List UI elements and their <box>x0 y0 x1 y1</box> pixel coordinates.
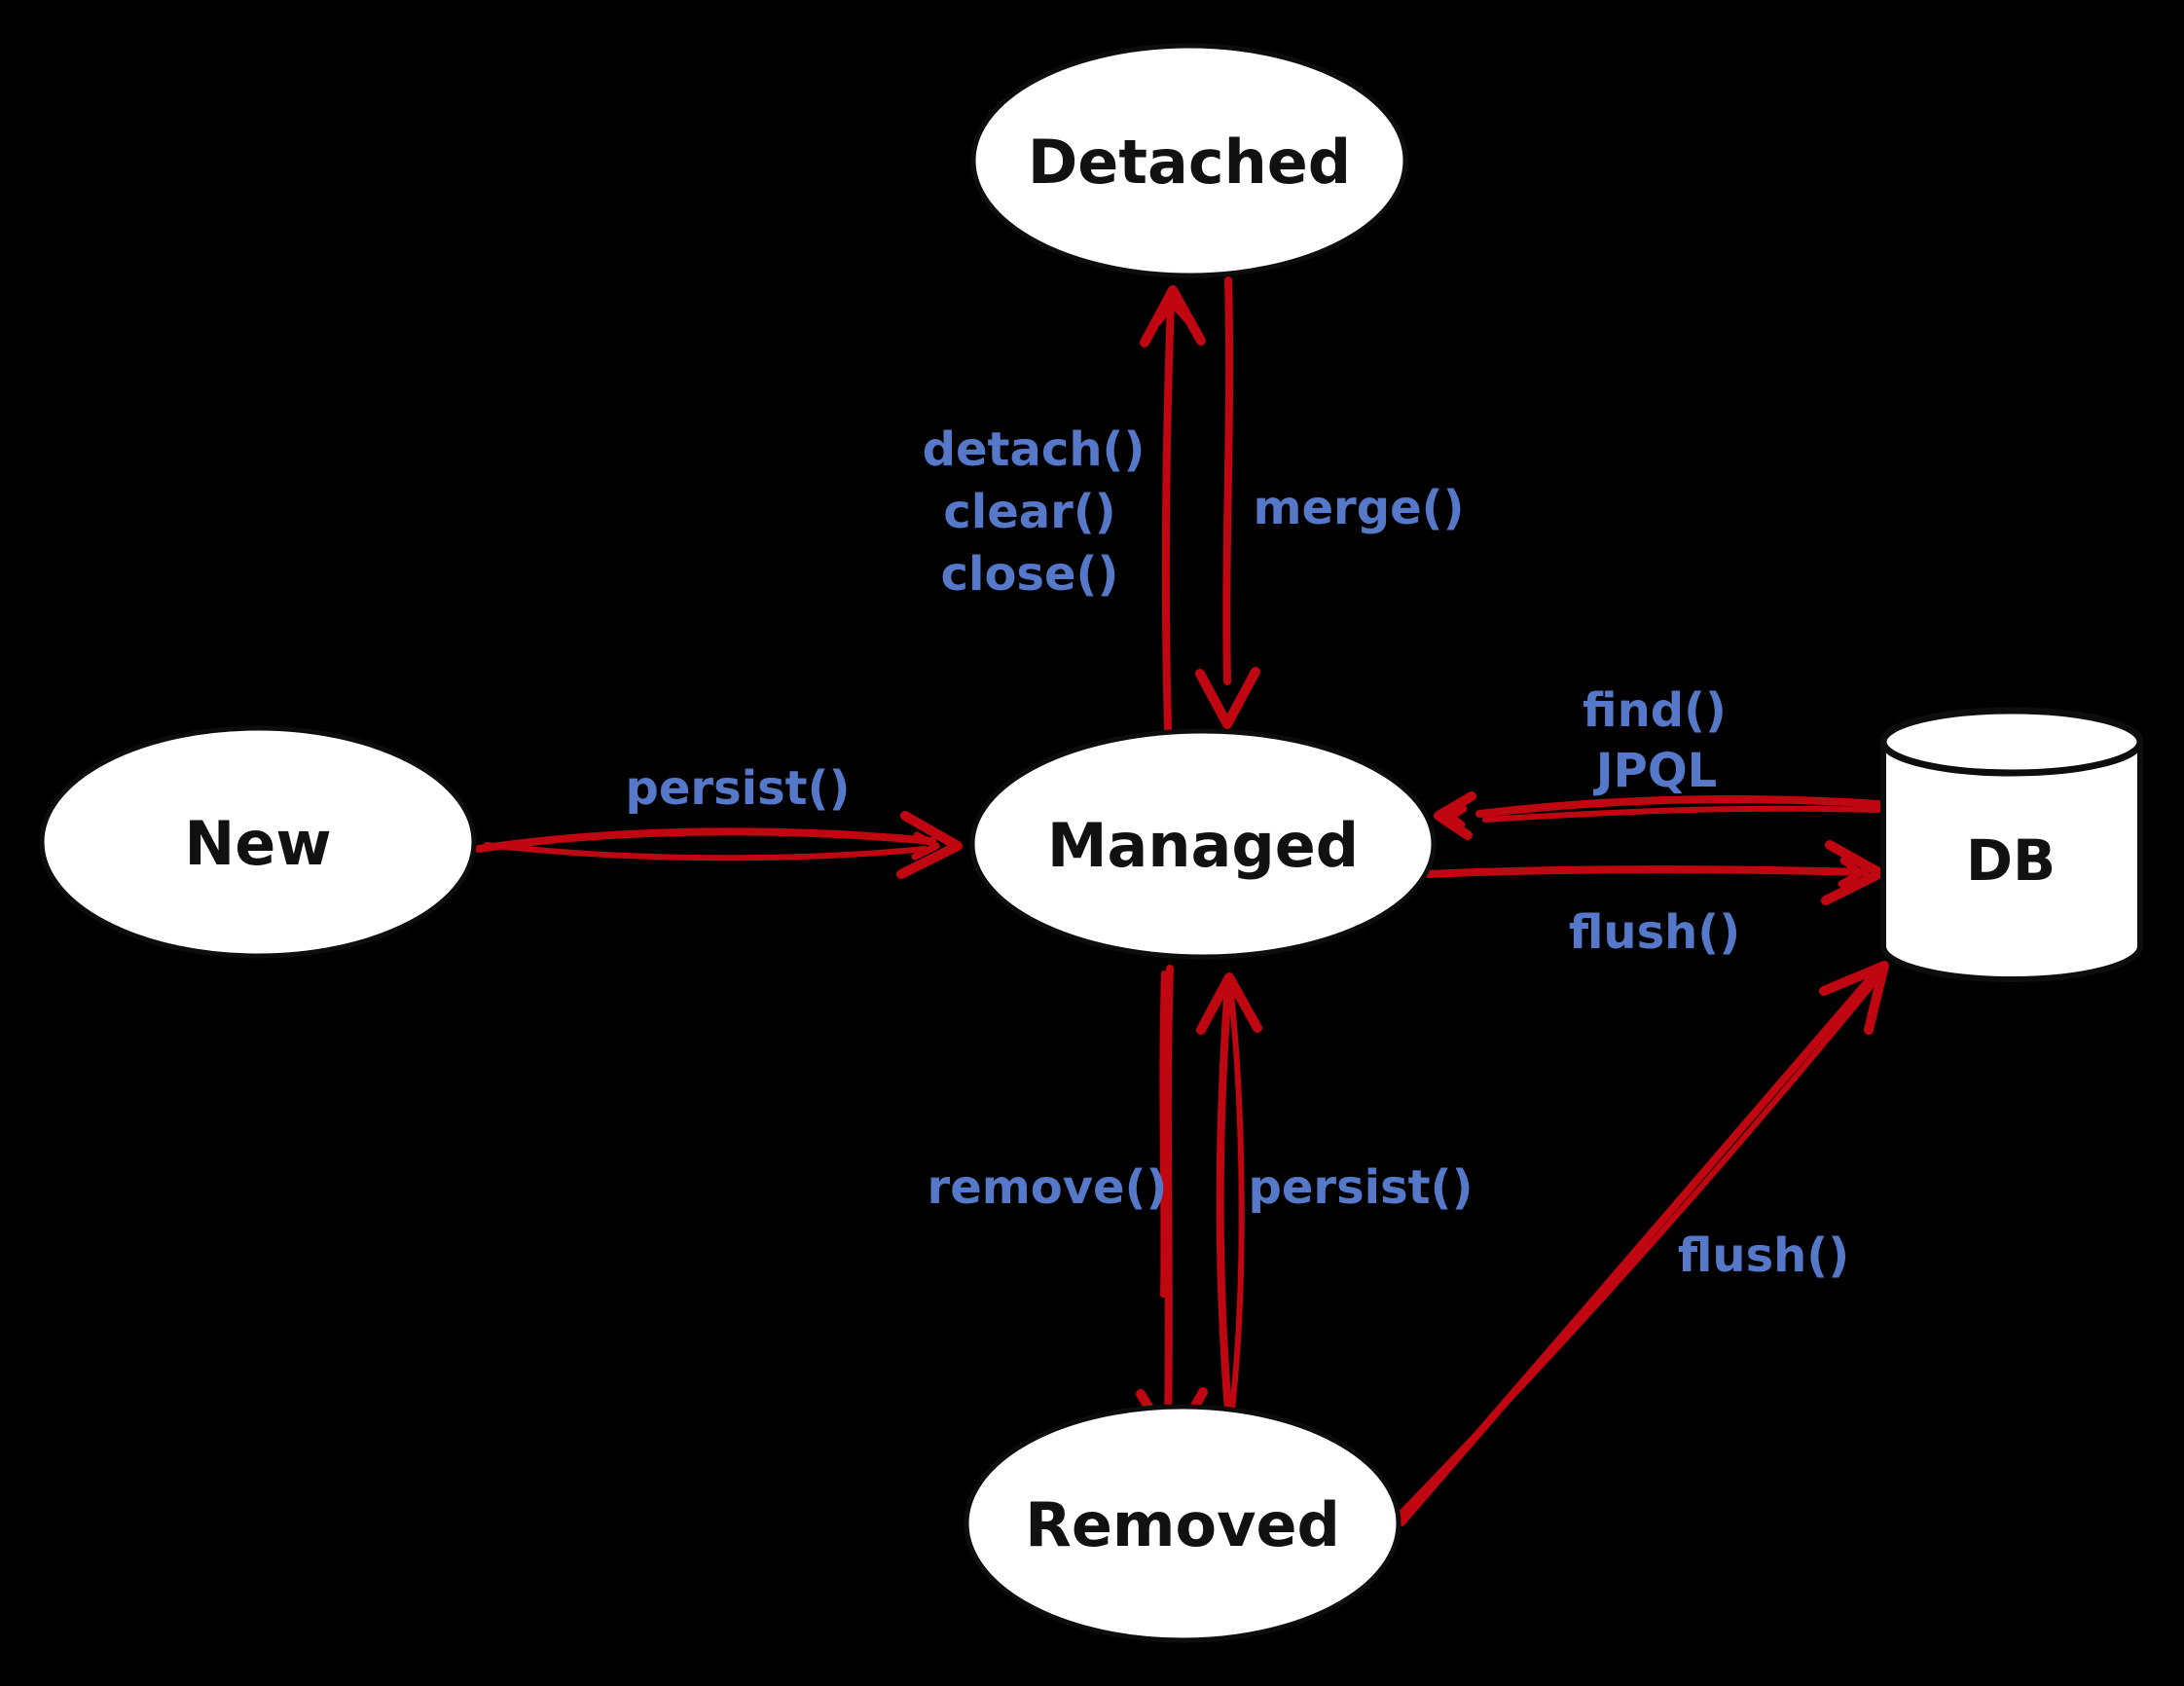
edge-label-persist-removed: persist() <box>1249 1160 1474 1215</box>
edge-label-jpql: JPQL <box>1593 744 1717 798</box>
edge-flush-managed-arrowhead-inner <box>1838 857 1865 888</box>
node-new-shape <box>39 725 477 959</box>
node-managed-shape <box>969 728 1437 960</box>
edge-merge-arrowhead <box>1195 667 1260 729</box>
edge-persist-new-line <box>475 827 936 853</box>
edge-persist-new-arrowhead <box>896 811 963 879</box>
node-detached: Detached <box>970 43 1408 278</box>
edge-persist-removed-line <box>1216 981 1232 1413</box>
edge-label-persist-new: persist() <box>626 761 851 816</box>
edge-find-arrowhead-inner <box>1447 805 1468 828</box>
edge-persist-new-line-sketch <box>484 842 928 861</box>
edge-label-flush-managed: flush() <box>1569 905 1740 960</box>
edge-flush-managed-to-db: flush() <box>1425 840 1885 960</box>
edge-remove-managed-to-removed: remove() <box>928 965 1208 1451</box>
edge-detach-line <box>1161 298 1175 732</box>
node-new-label: New <box>184 808 331 879</box>
edge-flush-removed-to-db: flush() <box>1395 961 1889 1526</box>
edge-label-remove: remove() <box>928 1160 1168 1215</box>
edge-label-flush-removed: flush() <box>1678 1228 1849 1283</box>
edge-flush-removed-line-sketch <box>1395 974 1881 1520</box>
edge-label-detach: detach() <box>923 422 1146 477</box>
node-removed: Removed <box>964 1404 1401 1643</box>
node-new: New <box>39 725 477 959</box>
edge-persist-new-arrowhead-inner <box>911 831 940 861</box>
node-db-top <box>1879 707 2144 777</box>
node-db-body <box>1880 742 2143 982</box>
edge-label-find: find() <box>1583 683 1727 738</box>
edge-detach-managed-to-detached: detach() clear() close() <box>923 285 1206 732</box>
edge-flush-removed-arrowhead <box>1819 961 1889 1035</box>
edge-persist-new-to-managed: persist() <box>475 761 963 879</box>
edge-merge-detached-to-managed: merge() <box>1195 276 1465 729</box>
edge-label-close: close() <box>941 547 1119 602</box>
node-removed-label: Removed <box>1025 1489 1340 1560</box>
node-managed: Managed <box>969 728 1437 960</box>
edge-find-db-to-managed: find() JPQL <box>1434 683 1882 840</box>
edge-merge-line <box>1222 276 1234 685</box>
edge-persist-removed-arrowhead <box>1196 972 1262 1035</box>
node-removed-shape <box>964 1404 1401 1643</box>
edge-find-line <box>1475 795 1882 818</box>
edge-persist-removed-to-managed: persist() <box>1196 972 1474 1413</box>
edge-persist-removed-line-sketch <box>1227 982 1245 1412</box>
node-db: DB <box>1879 707 2144 982</box>
edge-flush-managed-line <box>1425 865 1869 878</box>
node-db-label: DB <box>1966 827 2056 894</box>
edge-detach-arrowhead-inner <box>1154 300 1192 326</box>
edge-remove-line <box>1163 965 1174 1427</box>
edge-find-arrowhead <box>1434 791 1476 840</box>
node-detached-label: Detached <box>1028 127 1351 198</box>
edge-remove-line-sketch <box>1159 971 1167 1298</box>
edge-detach-arrowhead <box>1140 285 1206 348</box>
edge-label-merge: merge() <box>1253 481 1464 535</box>
edge-find-line-sketch <box>1482 805 1881 823</box>
edge-label-clear: clear() <box>943 485 1115 539</box>
node-managed-label: Managed <box>1047 810 1359 881</box>
node-detached-shape <box>970 43 1408 278</box>
